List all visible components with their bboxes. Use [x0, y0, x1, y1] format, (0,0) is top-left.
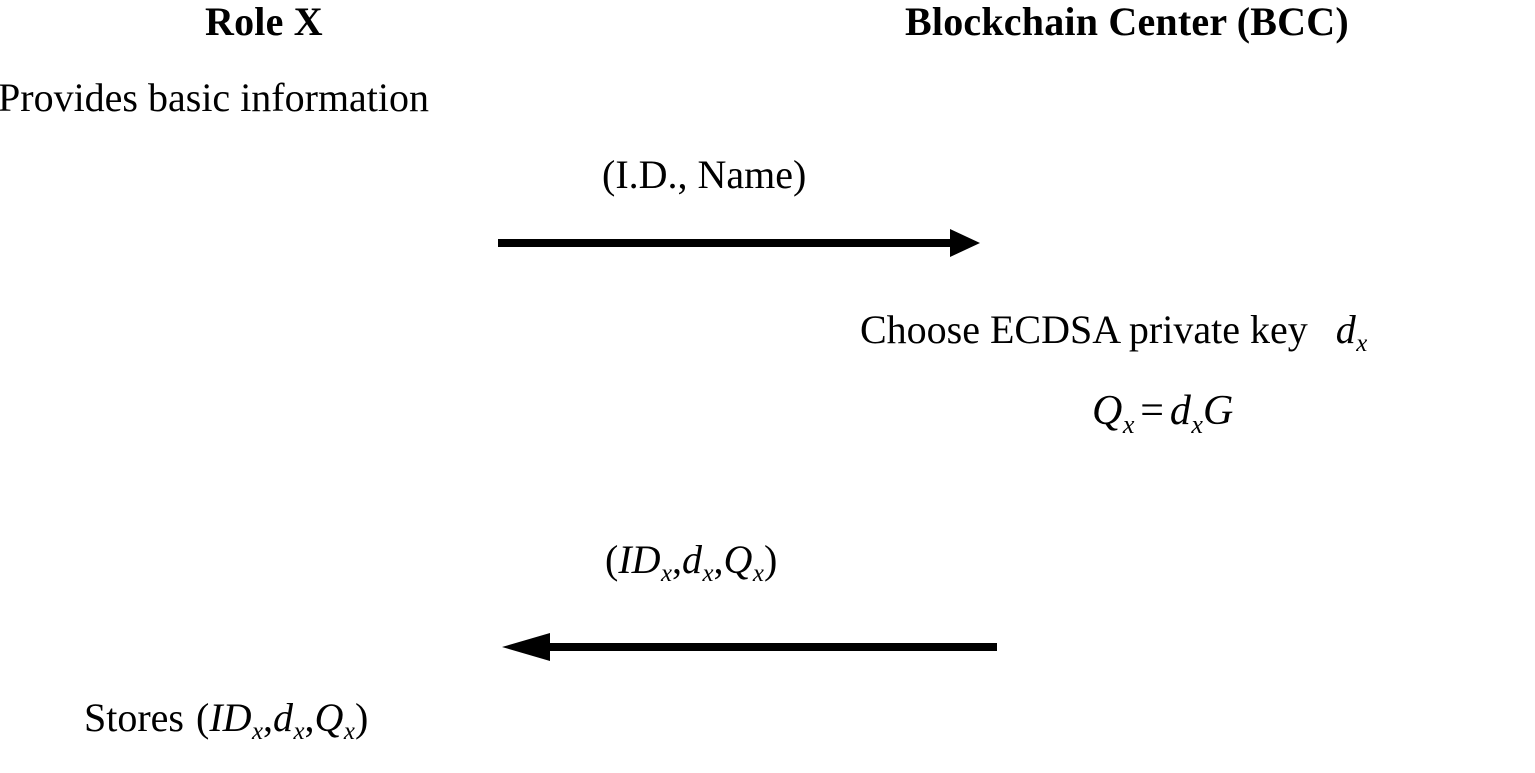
message-arrow-role-x-to-bcc: [498, 229, 980, 257]
stores-private-key: dx: [273, 695, 305, 745]
arrow-head-right: [950, 229, 980, 257]
message-label-id-name: (I.D., Name): [602, 152, 807, 197]
tuple-close-paren: ): [763, 537, 778, 582]
tuple-identity-subscript: x: [661, 560, 673, 588]
equation-rhs-subscript: x: [1191, 409, 1203, 439]
tuple-comma-1: ,: [672, 537, 683, 582]
tuple-identity: IDx: [618, 537, 672, 587]
arrow-head-left: [502, 633, 550, 661]
stores-public-key-subscript: x: [343, 718, 355, 746]
equation-lhs: Qx: [1092, 388, 1134, 437]
message-arrow-bcc-to-role-x: [502, 633, 997, 661]
note-stores-credentials: Stores(IDx,dx,Qx): [84, 698, 368, 745]
equation-equals-operator: =: [1140, 388, 1164, 434]
note-choose-text: Choose ECDSA private key: [860, 307, 1308, 352]
note-stores-tuple: (IDx,dx,Qx): [196, 695, 369, 745]
tuple-private-key: dx: [682, 537, 714, 587]
participant-header-blockchain-center: Blockchain Center (BCC): [905, 0, 1349, 44]
note-provides-basic-information: Provides basic information: [0, 75, 430, 120]
stores-public-key-base: Q: [314, 695, 344, 740]
message-label-id-d-q-tuple: (IDx,dx,Qx): [605, 540, 777, 587]
stores-close-paren: ): [354, 695, 369, 740]
tuple-identity-base: ID: [618, 537, 661, 582]
stores-comma-2: ,: [304, 695, 315, 740]
tuple-private-key-base: d: [682, 537, 703, 582]
stores-identity: IDx: [209, 695, 263, 745]
tuple-private-key-subscript: x: [702, 560, 714, 588]
tuple-comma-2: ,: [713, 537, 724, 582]
symbol-private-key-subscript: x: [1356, 330, 1368, 358]
tuple-public-key-subscript: x: [752, 560, 764, 588]
participant-header-role-x: Role X: [205, 0, 323, 44]
stores-public-key: Qx: [314, 695, 355, 745]
tuple-public-key: Qx: [723, 537, 764, 587]
equation-rhs-private-key: dx: [1169, 388, 1203, 437]
tuple-public-key-base: Q: [723, 537, 753, 582]
equation-lhs-subscript: x: [1122, 409, 1135, 439]
symbol-private-key-base: d: [1335, 307, 1356, 352]
stores-identity-base: ID: [209, 695, 252, 740]
equation-rhs-generator: G: [1202, 388, 1234, 434]
equation-lhs-base: Q: [1092, 388, 1123, 434]
equation-rhs-base: d: [1169, 388, 1191, 434]
stores-private-key-subscript: x: [293, 718, 305, 746]
stores-private-key-base: d: [273, 695, 294, 740]
stores-identity-subscript: x: [252, 718, 264, 746]
stores-comma-1: ,: [263, 695, 274, 740]
equation-public-key-derivation: Qx=dxG: [1092, 390, 1233, 438]
note-stores-text: Stores: [84, 695, 184, 740]
tuple-open-paren: (: [605, 537, 619, 582]
note-choose-ecdsa-private-key: Choose ECDSA private key dx: [860, 310, 1367, 357]
stores-open-paren: (: [196, 695, 210, 740]
symbol-private-key: dx: [1335, 307, 1368, 357]
